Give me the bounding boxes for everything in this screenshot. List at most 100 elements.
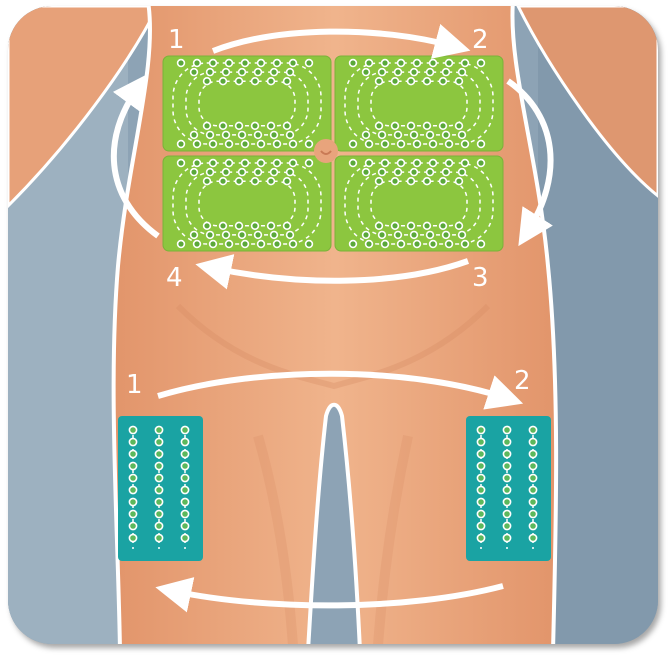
injection-point xyxy=(226,160,233,167)
injection-point xyxy=(290,160,297,167)
injection-point xyxy=(424,222,431,229)
injection-point xyxy=(408,78,415,85)
injection-point xyxy=(274,141,281,148)
injection-point xyxy=(287,132,294,139)
injection-point xyxy=(529,474,536,481)
injection-point xyxy=(242,60,249,67)
injection-point xyxy=(382,160,389,167)
injection-point xyxy=(376,122,383,129)
injection-point xyxy=(379,169,386,176)
injection-point xyxy=(414,141,421,148)
injection-point xyxy=(290,60,297,67)
injection-point xyxy=(181,534,188,541)
injection-point xyxy=(456,178,463,185)
injection-point xyxy=(204,222,211,229)
injection-point xyxy=(350,60,357,67)
injection-point xyxy=(287,169,294,176)
injection-point xyxy=(204,122,211,129)
injection-point xyxy=(392,222,399,229)
injection-point xyxy=(443,169,450,176)
injection-point xyxy=(284,122,291,129)
injection-point xyxy=(408,222,415,229)
injection-point xyxy=(129,426,136,433)
injection-point xyxy=(462,160,469,167)
injection-point xyxy=(226,60,233,67)
thigh-label-2: 2 xyxy=(514,366,531,396)
injection-point xyxy=(395,69,402,76)
injection-point xyxy=(255,69,262,76)
injection-point xyxy=(290,141,297,148)
injection-point xyxy=(194,241,201,248)
injection-point xyxy=(181,522,188,529)
injection-point xyxy=(252,78,259,85)
injection-point xyxy=(155,426,162,433)
abdomen-zone-3 xyxy=(335,156,503,251)
injection-point xyxy=(155,522,162,529)
injection-point xyxy=(258,141,265,148)
injection-point xyxy=(155,510,162,517)
injection-point xyxy=(242,141,249,148)
injection-point xyxy=(155,534,162,541)
thigh-label-1: 1 xyxy=(126,370,143,400)
injection-point xyxy=(220,78,227,85)
injection-point xyxy=(350,241,357,248)
injection-point xyxy=(178,160,185,167)
injection-point xyxy=(478,160,485,167)
injection-point xyxy=(194,60,201,67)
injection-point xyxy=(284,78,291,85)
injection-point xyxy=(204,78,211,85)
injection-point xyxy=(181,438,188,445)
injection-point xyxy=(398,141,405,148)
injection-point xyxy=(408,122,415,129)
injection-point xyxy=(477,498,484,505)
navel xyxy=(314,139,338,163)
thigh-zone-right xyxy=(466,416,551,561)
injection-point xyxy=(477,522,484,529)
injection-point xyxy=(210,241,217,248)
injection-point xyxy=(239,132,246,139)
injection-point xyxy=(181,450,188,457)
injection-point xyxy=(236,122,243,129)
injection-point xyxy=(414,160,421,167)
injection-point xyxy=(440,122,447,129)
injection-point xyxy=(191,232,198,239)
injection-point xyxy=(178,60,185,67)
injection-point xyxy=(287,232,294,239)
injection-point xyxy=(427,132,434,139)
injection-point xyxy=(236,78,243,85)
injection-point xyxy=(129,474,136,481)
injection-point xyxy=(477,486,484,493)
injection-point xyxy=(529,498,536,505)
injection-point xyxy=(503,498,510,505)
injection-point xyxy=(430,60,437,67)
injection-point xyxy=(252,178,259,185)
injection-point xyxy=(382,241,389,248)
injection-point xyxy=(382,141,389,148)
injection-point xyxy=(529,534,536,541)
injection-point xyxy=(529,510,536,517)
injection-point xyxy=(462,241,469,248)
injection-point xyxy=(398,160,405,167)
injection-point xyxy=(376,222,383,229)
injection-point xyxy=(477,438,484,445)
injection-point xyxy=(456,222,463,229)
injection-point xyxy=(379,132,386,139)
injection-point xyxy=(363,232,370,239)
injection-point xyxy=(459,232,466,239)
injection-point xyxy=(271,232,278,239)
injection-point xyxy=(363,69,370,76)
injection-point xyxy=(446,60,453,67)
abdomen-zone-4 xyxy=(163,156,331,251)
injection-point xyxy=(503,426,510,433)
injection-point xyxy=(129,498,136,505)
injection-point xyxy=(478,141,485,148)
abdomen-label-4: 4 xyxy=(166,263,183,293)
injection-point xyxy=(392,178,399,185)
injection-point xyxy=(274,160,281,167)
injection-point xyxy=(306,60,313,67)
injection-point xyxy=(181,510,188,517)
injection-point xyxy=(411,169,418,176)
injection-point xyxy=(191,132,198,139)
injection-point xyxy=(503,438,510,445)
injection-point xyxy=(271,169,278,176)
